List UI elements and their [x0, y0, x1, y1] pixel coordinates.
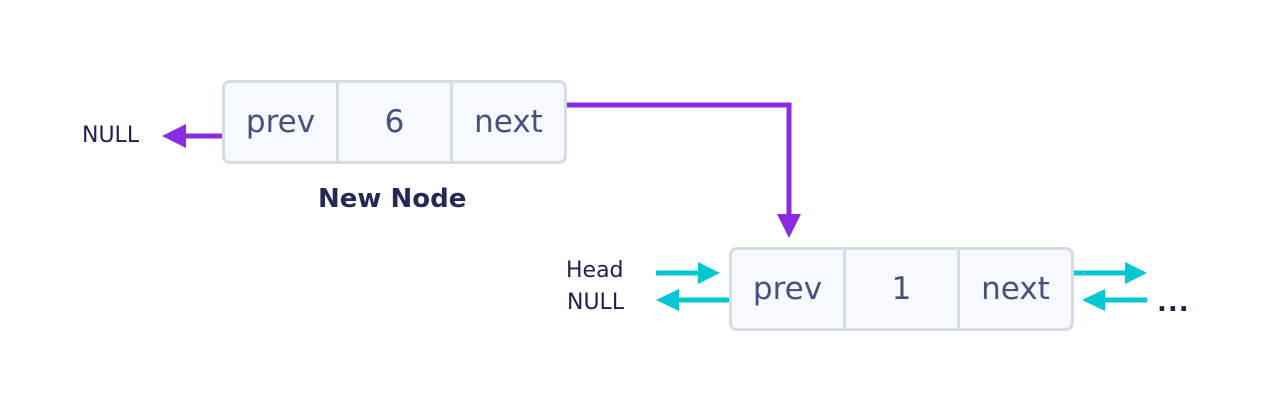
new-node-next-field: next [474, 104, 543, 140]
first-node-next-field: next [981, 271, 1050, 307]
new-node-value-field: 6 [339, 83, 453, 161]
node-prev-to-null-arrow [656, 289, 729, 311]
next-node-prev-arrow [1082, 289, 1147, 311]
new-node-null-label: NULL [82, 123, 140, 148]
first-node: prev 1 next [729, 247, 1074, 331]
new-node-caption: New Node [318, 184, 467, 214]
new-node-prev-arrow [162, 124, 222, 148]
new-node: prev 6 next [222, 80, 567, 164]
head-label: Head [566, 258, 624, 283]
continuation-ellipsis: ... [1157, 288, 1190, 318]
first-node-prev-field: prev [732, 250, 846, 328]
new-node-prev-field: prev [225, 83, 339, 161]
head-to-node-arrow [656, 262, 720, 284]
head-null-label: NULL [567, 290, 625, 315]
first-node-value-field: 1 [846, 250, 960, 328]
node-next-arrow [1074, 262, 1147, 284]
new-node-next-arrow [567, 102, 801, 238]
